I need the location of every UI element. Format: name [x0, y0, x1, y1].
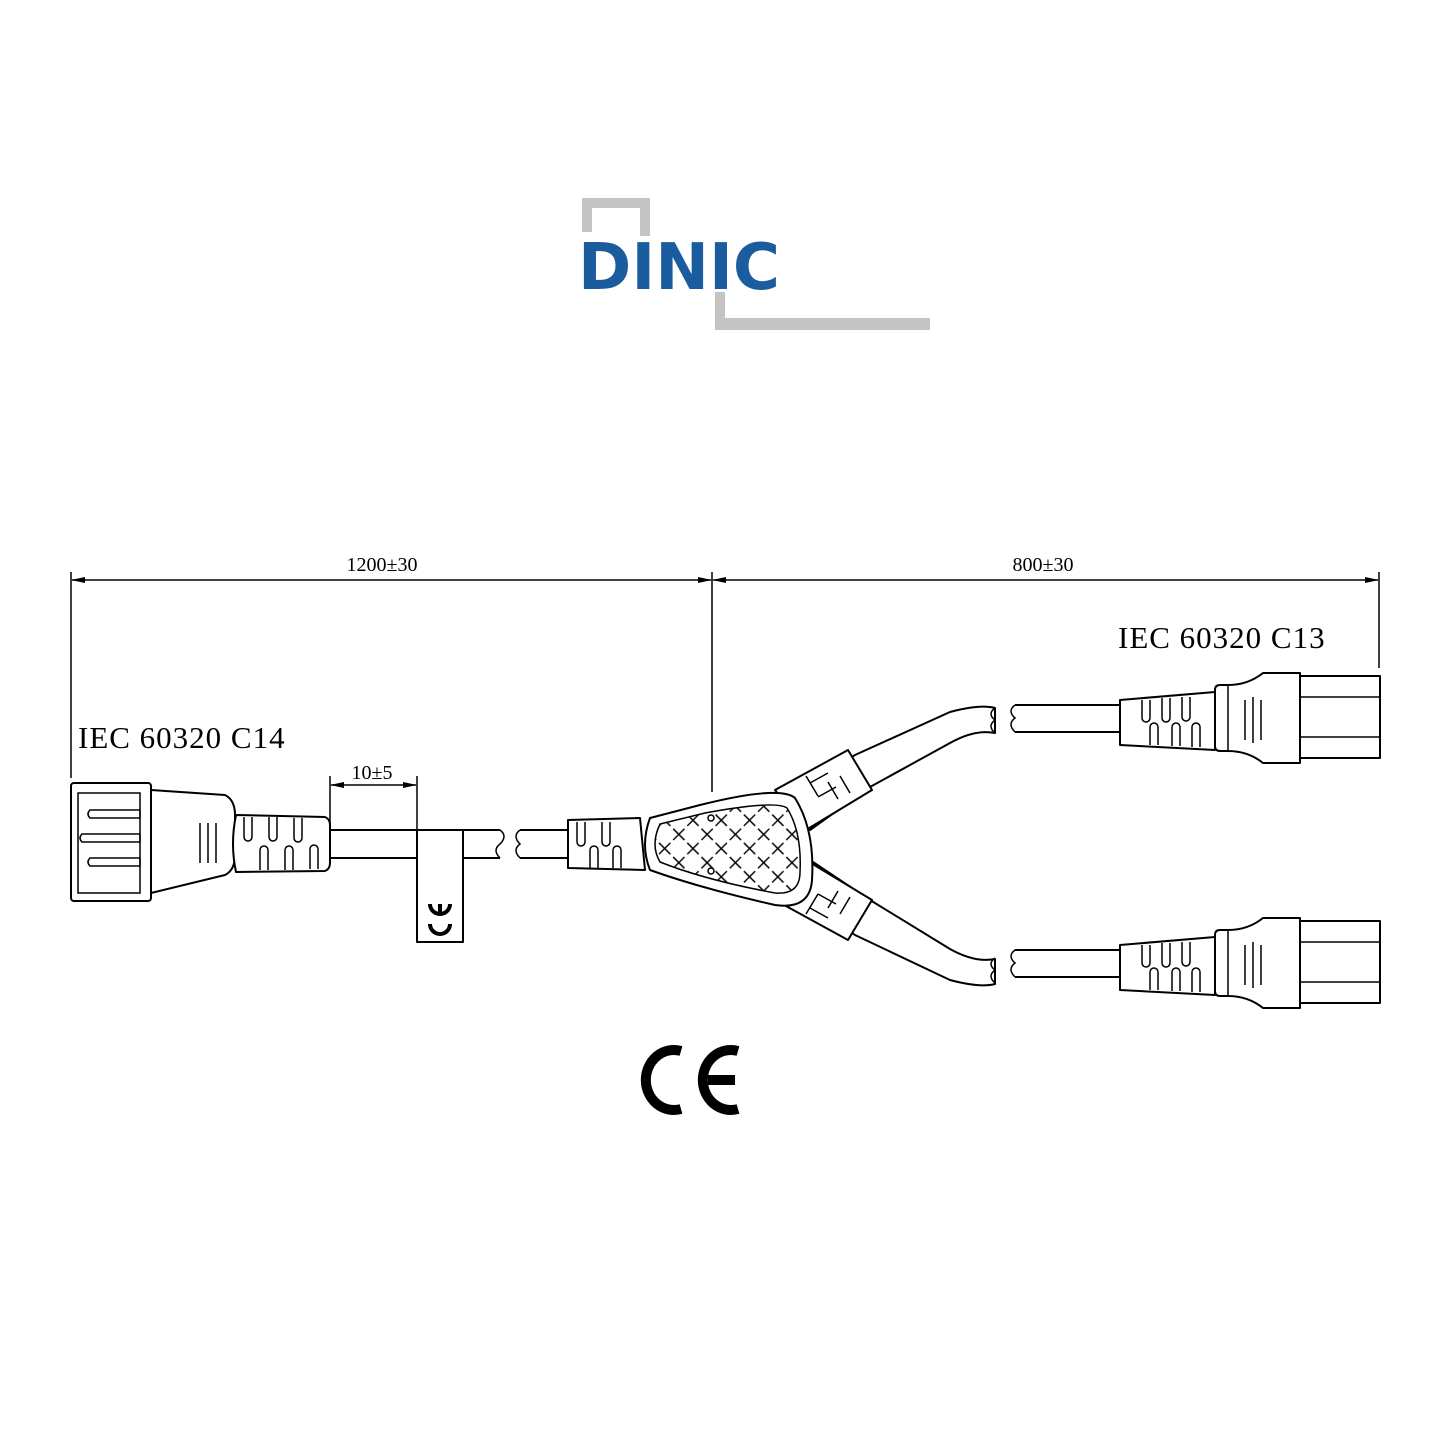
c14-label: IEC 60320 C14	[78, 720, 286, 755]
ce-mark	[640, 1045, 740, 1115]
logo-text: DINIC	[578, 231, 780, 305]
tag-ce-mark	[428, 903, 452, 936]
dimension-lines: 1200±30 800±30 10±5	[70, 554, 1380, 830]
c13-connector-bottom	[1010, 917, 1381, 1009]
main-cable-length: 1200±30	[347, 554, 418, 576]
ce-cable-tag	[416, 829, 500, 943]
c13-label: IEC 60320 C13	[1118, 620, 1326, 655]
c13-connector-top	[1010, 672, 1381, 764]
branch-cable-length: 800±30	[1013, 554, 1074, 576]
c14-connector	[70, 782, 505, 902]
y-splitter-joint	[515, 705, 997, 987]
tag-offset-dimension: 10±5	[352, 762, 393, 784]
dinic-logo: DINIC	[578, 198, 930, 330]
